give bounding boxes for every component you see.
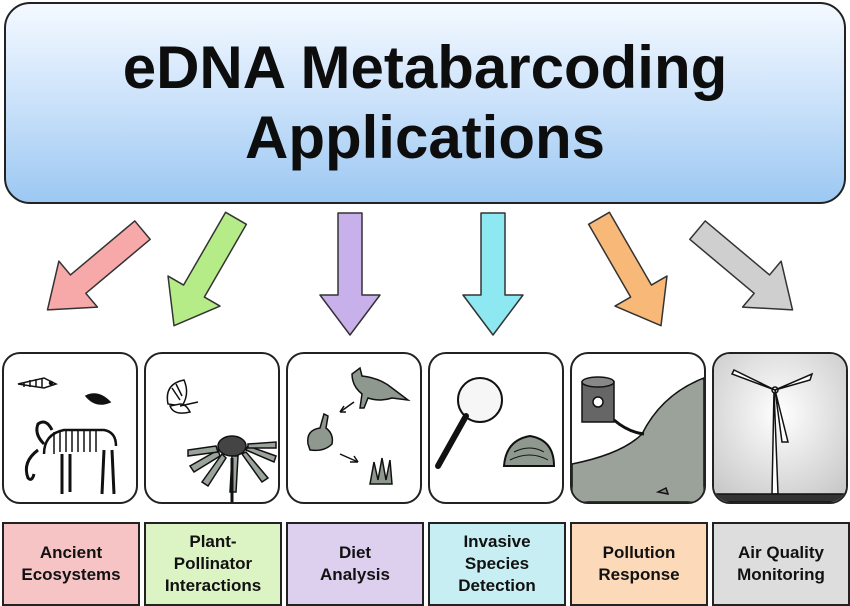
arrow-pollinator bbox=[167, 211, 248, 327]
butterfly-coneflower-icon bbox=[144, 352, 280, 504]
fox-rabbit-grass-food-web-icon bbox=[286, 352, 422, 504]
mammoth-skeleton-fossil-icon bbox=[2, 352, 138, 504]
title-line-1: eDNA Metabarcoding bbox=[122, 34, 728, 101]
arrow-invasive bbox=[462, 212, 524, 336]
arrows-group bbox=[46, 211, 794, 336]
arrow-pollution bbox=[587, 211, 668, 327]
toxic-barrel-shoreline-icon bbox=[570, 352, 706, 504]
arrow-ancient bbox=[46, 220, 151, 311]
title-line-2: Applications bbox=[244, 104, 606, 171]
wind-turbine-icon bbox=[712, 352, 848, 504]
magnifying-glass-mussel-icon bbox=[428, 352, 564, 504]
arrow-air bbox=[689, 220, 794, 311]
title-banner: eDNA Metabarcoding Applications bbox=[4, 2, 846, 204]
arrow-diet bbox=[319, 212, 381, 336]
